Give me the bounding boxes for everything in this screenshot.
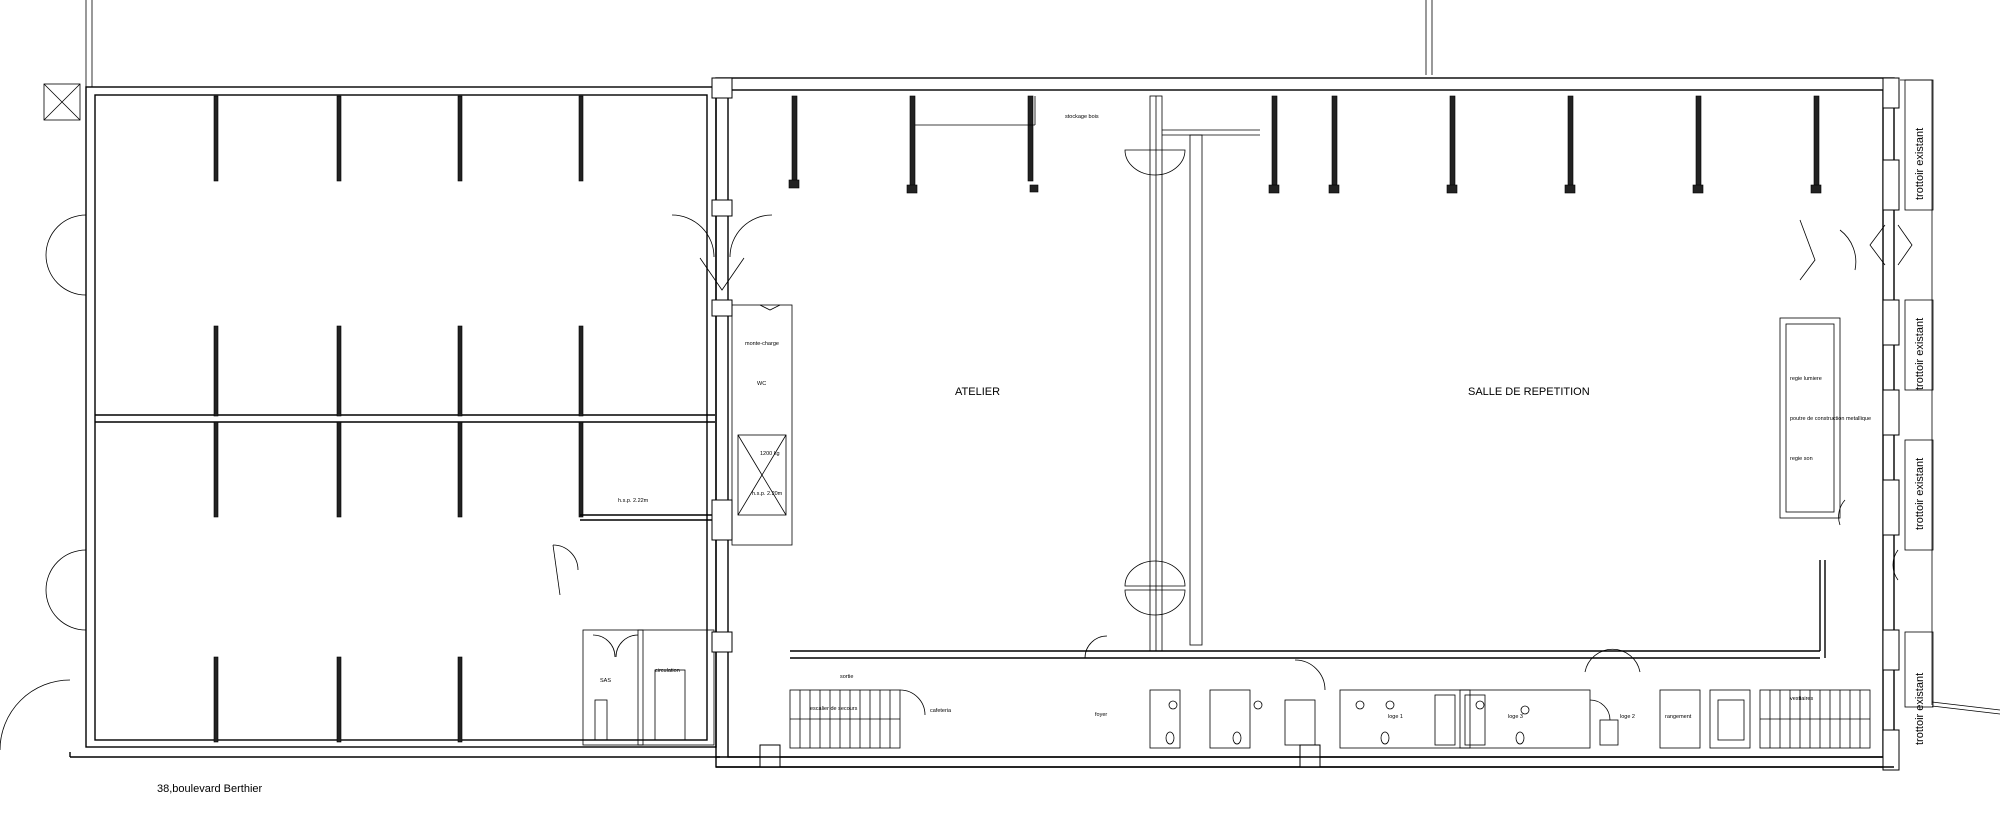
atelier-columns [788,95,1039,194]
label-trottoir-1: trottoir existant [1914,128,1926,200]
label-monte: monte-charge [745,341,779,347]
label-charge: 1200 kg [760,451,780,457]
label-escalier: escalier de secours [810,706,858,712]
label-hauteur1: h.s.p. 2.22m [618,498,649,504]
label-cafeteria: cafeteria [930,708,952,714]
east-facade [1869,77,1934,771]
central-core [671,77,793,653]
label-loge3: loge 3 [1508,714,1523,720]
label-foyer: foyer [1095,712,1107,718]
service-strip [716,648,1894,768]
room-labels: ATELIER SALLE DE REPETITION SAS cafeteri… [600,114,1871,720]
label-trottoir-3: trottoir existant [1914,458,1926,530]
street-labels: trottoir existant trottoir existant trot… [1914,128,1926,745]
label-stockage: stockage bois [1065,114,1099,120]
label-regie: regie lumiere [1790,376,1822,382]
label-range: rangement [1665,714,1692,720]
label-loge2: loge 2 [1620,714,1635,720]
salle-columns [1268,95,1822,194]
central-partition [1124,95,1260,652]
label-hauteur2: h.s.p. 2.20m [752,491,783,497]
label-salle: SALLE DE REPETITION [1468,386,1590,398]
sas-area [552,514,715,746]
label-trottoir-2: trottoir existant [1914,318,1926,390]
label-atelier: ATELIER [955,386,1000,398]
lower-partition [790,560,1826,659]
regie-room [1779,219,1857,526]
address-label: 38,boulevard Berthier [157,783,263,795]
site-lines [85,0,2000,715]
label-vestiaire: vestiaires [1790,696,1813,702]
label-circulation: circulation [655,668,680,674]
label-poutre: poutre de construction metallique [1790,416,1871,422]
label-sortie: sortie [840,674,853,680]
west-hall-grid [0,83,715,751]
label-loge1: loge 1 [1388,714,1403,720]
label-wc: WC [757,381,766,387]
label-trottoir-4: trottoir existant [1914,673,1926,745]
label-sas: SAS [600,678,611,684]
label-regieson: regie son [1790,456,1813,462]
